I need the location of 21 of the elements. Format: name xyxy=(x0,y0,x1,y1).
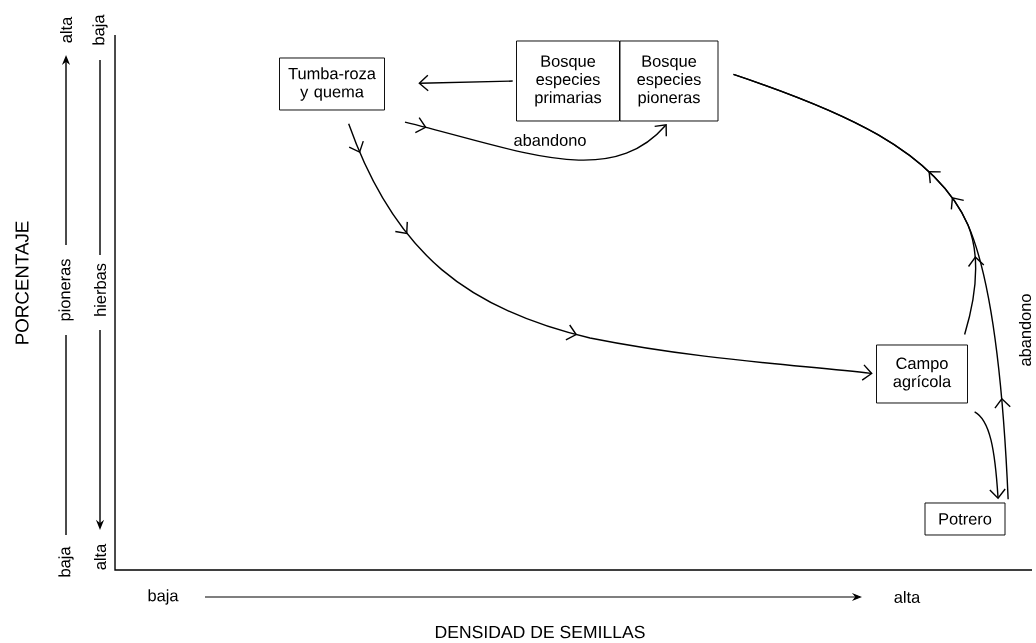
axis-title: DENSIDAD DE SEMILLAS xyxy=(435,625,645,639)
scale-label: alta xyxy=(94,543,107,570)
scale-label: alta xyxy=(60,16,73,43)
scale-label: hierbas xyxy=(94,263,107,316)
process-box: Tumba-roza y quema xyxy=(279,57,385,111)
process-box: Bosque especies pioneras xyxy=(619,40,719,122)
scale-label: pioneras xyxy=(58,259,74,321)
process-box: Bosque especies primarias xyxy=(516,40,620,122)
scale-label: baja xyxy=(58,546,74,577)
arrow xyxy=(404,117,667,161)
edge-label: abandono xyxy=(512,132,588,148)
arrow xyxy=(973,411,1006,500)
process-box: Campo agrícola xyxy=(876,344,968,404)
arrow xyxy=(347,123,873,381)
process-box: Potrero xyxy=(924,502,1006,536)
arrow xyxy=(418,74,514,92)
scale-label: alta xyxy=(894,590,921,603)
scale-label: baja xyxy=(148,589,179,605)
axis-title: PORCENTAJE xyxy=(15,221,29,344)
edge-label: abandono xyxy=(1017,292,1033,368)
scale-label: baja xyxy=(92,14,108,45)
